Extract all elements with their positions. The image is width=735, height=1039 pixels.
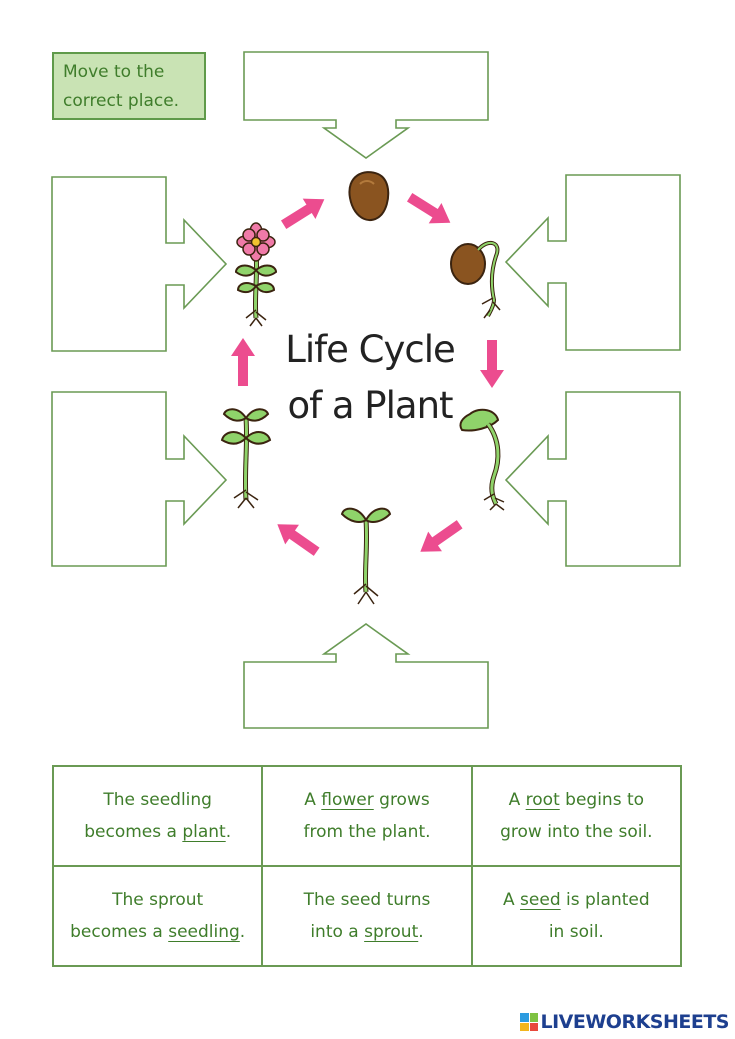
statement-text: .: [418, 922, 424, 942]
statement-table: The seedling becomes a plant. A flower g…: [51, 765, 683, 967]
title-line-1: Life Cycle: [285, 328, 456, 371]
statement-text: from the plant.: [303, 822, 431, 842]
liveworksheets-icon: [520, 1013, 539, 1031]
statement-text: .: [225, 822, 232, 842]
cycle-arrow-icon: [231, 338, 255, 386]
statement-text: becomes a: [84, 822, 183, 842]
statement-text: grows: [373, 790, 430, 810]
brand-logo: LIVEWORKSHEETS: [520, 1011, 729, 1033]
statement-text: A: [508, 790, 526, 810]
keyword: flower: [321, 790, 374, 810]
cycle-arrow-icon: [413, 514, 467, 562]
drop-box-left-upper[interactable]: [51, 176, 228, 352]
drop-box-left-lower[interactable]: [51, 391, 228, 567]
statement-text: becomes a seedling.: [60, 916, 255, 948]
statement-text: is planted: [560, 890, 650, 910]
seedling-icon: [340, 507, 392, 605]
diagram-title: Life Cycle of a Plant: [270, 322, 470, 434]
cycle-arrow-icon: [403, 187, 457, 233]
statement-text: The sprout: [112, 890, 204, 910]
statement-text: into a: [310, 922, 365, 942]
statement-text: A root begins to: [479, 784, 674, 816]
keyword: root: [525, 790, 560, 810]
statement-text: A: [503, 890, 521, 910]
statement-card[interactable]: The sprout becomes a seedling.: [51, 865, 264, 967]
statement-text: A flower grows: [269, 784, 464, 816]
statement-text: .: [239, 922, 246, 942]
root-icon: [450, 240, 501, 319]
table-row: The seedling becomes a plant. A flower g…: [51, 765, 683, 867]
statement-text: grow into the soil.: [500, 822, 653, 842]
statement-text: The seed turns: [303, 890, 431, 910]
statement-card[interactable]: The seedling becomes a plant.: [51, 765, 264, 867]
cycle-arrow-icon: [480, 340, 504, 388]
statement-text: becomes a plant.: [60, 816, 255, 848]
cycle-arrow-icon: [270, 514, 324, 562]
statement-text: begins to: [559, 790, 645, 810]
statement-text: becomes a: [70, 922, 169, 942]
statement-text: into a sprout.: [269, 916, 464, 948]
seed-icon: [348, 171, 390, 222]
drop-box-right-upper[interactable]: [504, 174, 681, 351]
statement-card[interactable]: The seed turns into a sprout.: [261, 865, 473, 967]
statement-text: in soil.: [548, 922, 604, 942]
statement-card[interactable]: A flower grows from the plant.: [261, 765, 473, 867]
statement-card[interactable]: A seed is planted in soil.: [470, 865, 683, 967]
cycle-arrow-icon: [277, 189, 331, 235]
instruction-line-1: Move to the: [63, 62, 165, 82]
brand-text: LIVEWORKSHEETS: [540, 1011, 729, 1033]
statement-text: A seed is planted: [479, 884, 674, 916]
keyword: seedling: [168, 922, 240, 942]
sprout-icon: [459, 408, 505, 511]
drop-box-bottom[interactable]: [243, 623, 489, 729]
instruction-line-2: correct place.: [63, 91, 180, 111]
statement-card[interactable]: A root begins to grow into the soil.: [470, 765, 683, 867]
title-line-2: of a Plant: [287, 384, 453, 427]
table-row: The sprout becomes a seedling. The seed …: [51, 865, 683, 967]
instruction-box: Move to the correct place.: [52, 52, 206, 120]
keyword: seed: [520, 890, 561, 910]
drop-box-top[interactable]: [243, 51, 489, 159]
statement-text: A: [304, 790, 322, 810]
statement-text: The seedling: [103, 790, 212, 810]
keyword: plant: [182, 822, 226, 842]
drop-box-right-lower[interactable]: [504, 391, 681, 567]
plant-icon: [220, 408, 272, 509]
flower-icon: [234, 222, 278, 327]
cycle-diagram: [51, 51, 681, 729]
keyword: sprout: [364, 922, 419, 942]
